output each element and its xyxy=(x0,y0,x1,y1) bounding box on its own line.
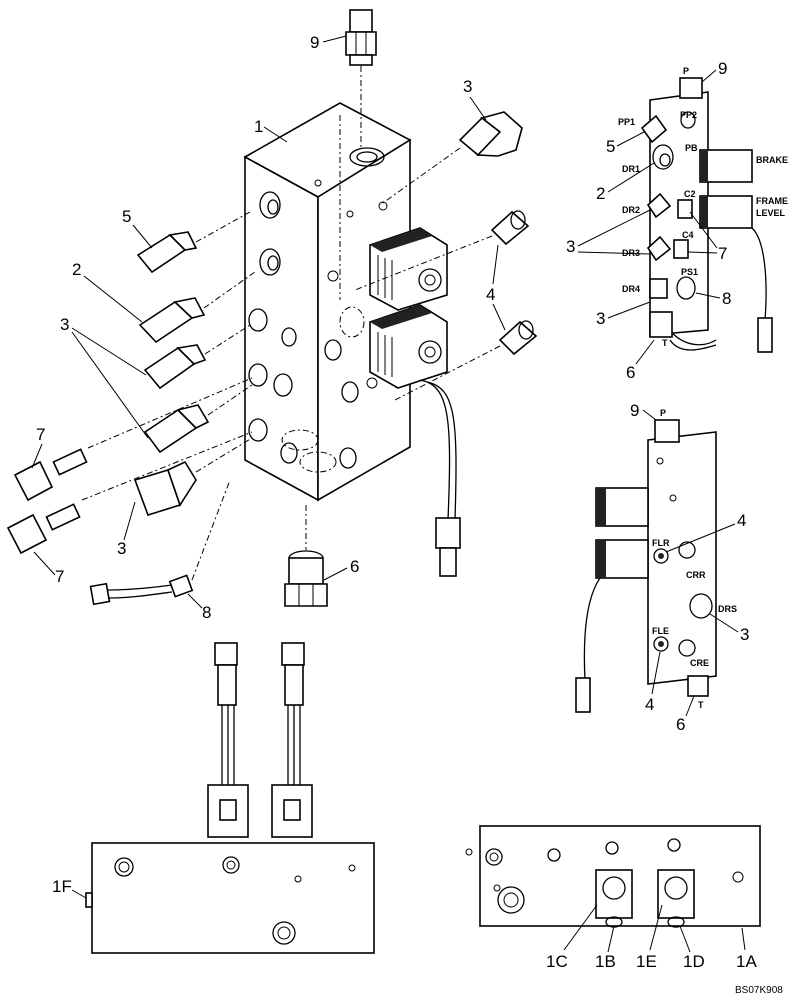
callout-1C: 1C xyxy=(546,952,568,971)
callout-9-main: 9 xyxy=(310,33,319,52)
callout-5: 5 xyxy=(122,207,131,226)
view-b-port-p: P xyxy=(660,408,666,418)
callout-3-left: 3 xyxy=(60,315,69,334)
callout-9-view-b: 9 xyxy=(630,401,639,420)
view-a-assembly xyxy=(640,77,773,353)
view-b-port-fle: FLE xyxy=(652,626,669,636)
fitting-5 xyxy=(136,211,251,274)
fitting-4-upper xyxy=(354,210,530,291)
elbow-7-lower xyxy=(6,431,253,555)
view-a-port-t: T xyxy=(662,338,668,348)
view-b-port-cre: CRE xyxy=(690,658,709,668)
view-a-labels: P PP1 PP2 PB DR1 BRAKE FRAME LEVEL DR2 C… xyxy=(566,59,788,382)
callout-6-view-b: 6 xyxy=(676,715,685,734)
callout-3-view-a-upper: 3 xyxy=(566,237,575,256)
callout-5-view-a: 5 xyxy=(606,137,615,156)
view-a-port-dr2: DR2 xyxy=(622,205,640,215)
view-a-port-pb: PB xyxy=(685,143,698,153)
view-a-label-frame: FRAME xyxy=(756,196,788,206)
view-a-port-c2: C2 xyxy=(684,189,696,199)
callout-3-view-b: 3 xyxy=(740,625,749,644)
right-face-ports xyxy=(324,201,388,469)
bottom-right-block: 1C 1B 1E 1D 1A xyxy=(465,825,761,971)
callout-4: 4 xyxy=(486,285,495,304)
callout-1A: 1A xyxy=(736,952,757,971)
callout-7-view-a: 7 xyxy=(718,244,727,263)
callout-3-top: 3 xyxy=(463,77,472,96)
view-b-assembly xyxy=(575,419,717,713)
solenoid-coil-lower xyxy=(369,304,448,389)
callout-4-view-b-upper: 4 xyxy=(737,511,746,530)
solenoid-coil-upper xyxy=(369,227,448,311)
callout-1: 1 xyxy=(254,117,263,136)
callout-6-main: 6 xyxy=(350,557,359,576)
fitting-9-top xyxy=(345,9,377,148)
view-b-port-drs: DRS xyxy=(718,604,737,614)
view-a-label-level: LEVEL xyxy=(756,208,786,218)
callout-6-view-a: 6 xyxy=(626,363,635,382)
view-a-port-ps1: PS1 xyxy=(681,267,698,277)
left-face-ports xyxy=(248,191,298,464)
view-a-label-brake: BRAKE xyxy=(756,155,788,165)
callout-1D: 1D xyxy=(683,952,705,971)
fitting-3-b xyxy=(143,384,253,454)
elbow-3-with-hose xyxy=(133,437,253,516)
callout-3-lower: 3 xyxy=(117,539,126,558)
callout-8-view-a: 8 xyxy=(722,289,731,308)
main-exploded-view xyxy=(6,9,538,607)
pressure-switch-8 xyxy=(89,479,231,606)
fitting-4-lower xyxy=(394,320,538,401)
callout-2: 2 xyxy=(72,260,81,279)
callout-7-lower: 7 xyxy=(55,567,64,586)
view-b-port-flr: FLR xyxy=(652,538,670,548)
bottom-left-block: 1F xyxy=(52,642,375,954)
view-a-port-pp2: PP2 xyxy=(680,110,697,120)
elbow-fitting-3-top xyxy=(379,111,523,206)
valve-block xyxy=(243,102,461,577)
drawing-code: BS07K908 xyxy=(735,985,783,996)
callout-8-main: 8 xyxy=(202,603,211,622)
view-b-port-t: T xyxy=(698,700,704,710)
view-a-port-dr4: DR4 xyxy=(622,284,640,294)
view-a-port-pp1: PP1 xyxy=(618,117,635,127)
callout-1E: 1E xyxy=(636,952,657,971)
callout-9-view-a: 9 xyxy=(718,59,727,78)
view-b-labels: P FLR CRR DRS FLE CRE T 9 4 3 4 6 xyxy=(630,401,749,734)
view-b-port-crr: CRR xyxy=(686,570,706,580)
fitting-2 xyxy=(138,271,256,344)
elbow-7-upper xyxy=(13,377,253,502)
view-a-port-p: P xyxy=(683,66,689,76)
fitting-3-a xyxy=(143,324,251,390)
main-callouts: 9 3 1 5 2 3 4 7 3 7 6 8 xyxy=(31,33,506,622)
callout-4-view-b-lower: 4 xyxy=(645,695,654,714)
callout-3-view-a-lower: 3 xyxy=(596,309,605,328)
view-a-port-dr1: DR1 xyxy=(622,164,640,174)
view-a-port-c4: C4 xyxy=(682,230,694,240)
callout-1B: 1B xyxy=(595,952,616,971)
callout-7-upper: 7 xyxy=(36,425,45,444)
callout-2-view-a: 2 xyxy=(596,184,605,203)
fitting-6-bottom xyxy=(284,505,328,607)
callout-1F: 1F xyxy=(52,877,72,896)
